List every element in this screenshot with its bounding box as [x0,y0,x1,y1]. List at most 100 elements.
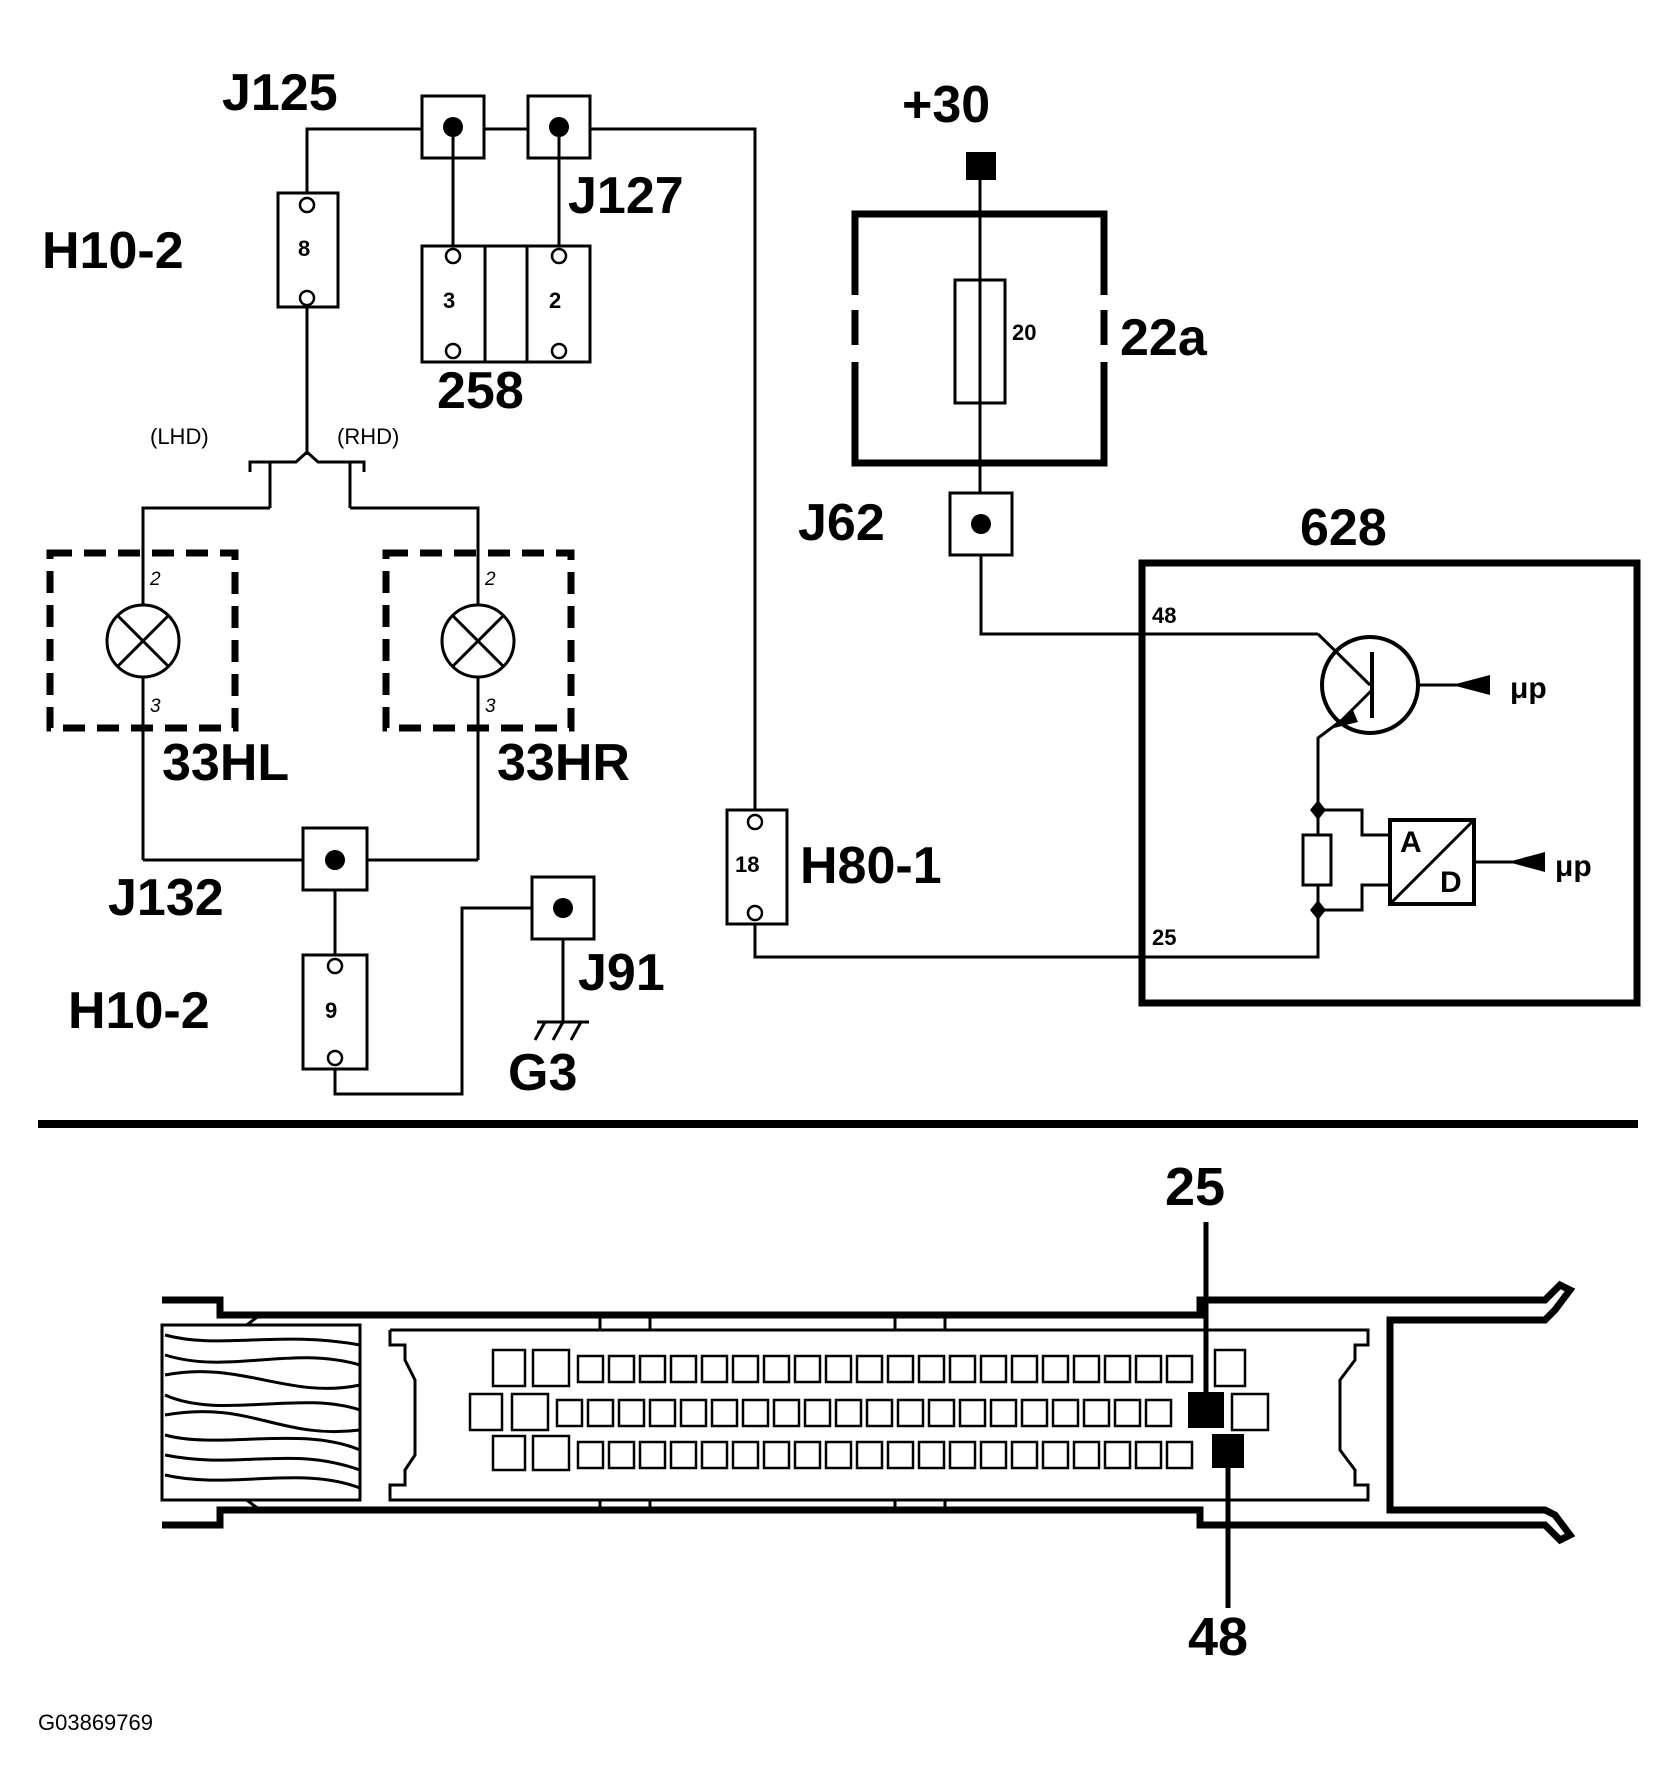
connector-pin [700,1354,729,1384]
label-22a: 22a [1120,309,1208,367]
connector-pin [468,1392,504,1432]
connector-pin [491,1348,527,1388]
lamp-33hr-pin-top: 2 [484,569,496,590]
connector-label-25: 25 [1165,1157,1225,1217]
label-j132: J132 [108,869,224,927]
mu-p-top: μp [1510,672,1547,705]
connector-pin [803,1398,832,1428]
connector-pin [1051,1398,1080,1428]
connector-pin [700,1440,729,1470]
connector-pin [586,1398,615,1428]
connector-pin [1134,1440,1163,1470]
lamp-33hl-pin-bottom: 3 [150,696,161,717]
mu-p-bottom: μp [1555,850,1592,883]
pin-48-highlight [1212,1434,1244,1468]
connector-pin [617,1398,646,1428]
connector-258-pin3: 3 [443,288,455,313]
terminal-plus30 [966,152,996,180]
connector-h10-2-bottom-pin: 9 [325,998,337,1023]
connector-pin [1213,1348,1247,1388]
connector-pin [1041,1354,1070,1384]
connector-pin [555,1398,584,1428]
label-33hl: 33HL [162,734,289,792]
connector-h80-1-pin: 18 [735,852,759,877]
connector-pin [834,1398,863,1428]
connector-pin [710,1398,739,1428]
connector-pin [638,1354,667,1384]
connector-pin [1020,1398,1049,1428]
connector-pin [1010,1354,1039,1384]
label-j62: J62 [798,494,885,552]
connector-pin [731,1354,760,1384]
connector-pin [607,1440,636,1470]
connector-pin [989,1398,1018,1428]
connector-pin [927,1398,956,1428]
connector-pin [679,1398,708,1428]
lamp-33hr-pin-bottom: 3 [485,696,496,717]
connector-pin [648,1398,677,1428]
label-j91: J91 [578,944,665,1002]
figure-code: G03869769 [38,1710,153,1735]
arrow-icon [1452,675,1490,695]
connector-pin [824,1354,853,1384]
connector-pin [762,1440,791,1470]
connector-pin [793,1354,822,1384]
connector-pin [1041,1440,1070,1470]
connector-h10-2-top-pin: 8 [298,236,310,261]
connector-pin [762,1354,791,1384]
connector-pin [1165,1354,1194,1384]
connector-pin-grid [468,1348,1270,1472]
label-plus30: +30 [902,76,990,134]
connector-pin [979,1354,1008,1384]
label-j127: J127 [568,167,684,225]
connector-pin [531,1434,571,1472]
connector-pin [855,1440,884,1470]
label-33hr: 33HR [497,734,630,792]
connector-258-pin2: 2 [549,288,561,313]
label-rhd: (RHD) [337,424,399,449]
connector-pin [1072,1354,1101,1384]
connector-pin [669,1440,698,1470]
ecu-pin-25: 25 [1152,925,1176,950]
connector-pin [896,1398,925,1428]
connector-pin [491,1434,527,1472]
connector-pin [948,1440,977,1470]
connector-pin [865,1398,894,1428]
ecu-628 [1138,559,1641,1007]
label-j125: J125 [222,64,338,122]
ad-d: D [1440,866,1462,899]
connector-pin [1072,1440,1101,1470]
connector-pin [793,1440,822,1470]
connector-pin [824,1440,853,1470]
lamp-33hl-pin-top: 2 [149,569,161,590]
connector-pin [1144,1398,1173,1428]
connector-pin [741,1398,770,1428]
ad-a: A [1400,826,1422,859]
label-h10-2-top: H10-2 [42,222,184,280]
junction-j91-dot [553,898,573,918]
connector-258 [420,244,592,364]
wire-j125-h80 [305,127,757,810]
connector-pin [531,1348,571,1388]
label-258: 258 [437,362,524,420]
junction-j62-dot [971,514,991,534]
label-628: 628 [1300,499,1387,557]
connector-pin [1103,1354,1132,1384]
label-lhd: (LHD) [150,424,209,449]
connector-pin [1103,1440,1132,1470]
connector-pin [607,1354,636,1384]
connector-pin [638,1440,667,1470]
connector-pin [731,1440,760,1470]
junction-j132-dot [325,850,345,870]
connector-pin [855,1354,884,1384]
label-g3: G3 [508,1044,577,1102]
ecu-connector-view [160,1222,1576,1608]
connector-pin [948,1354,977,1384]
connector-pin [958,1398,987,1428]
label-h80-1: H80-1 [800,837,942,895]
ecu-pin-48: 48 [1152,603,1176,628]
connector-pin [1230,1392,1270,1432]
connector-pin [669,1354,698,1384]
